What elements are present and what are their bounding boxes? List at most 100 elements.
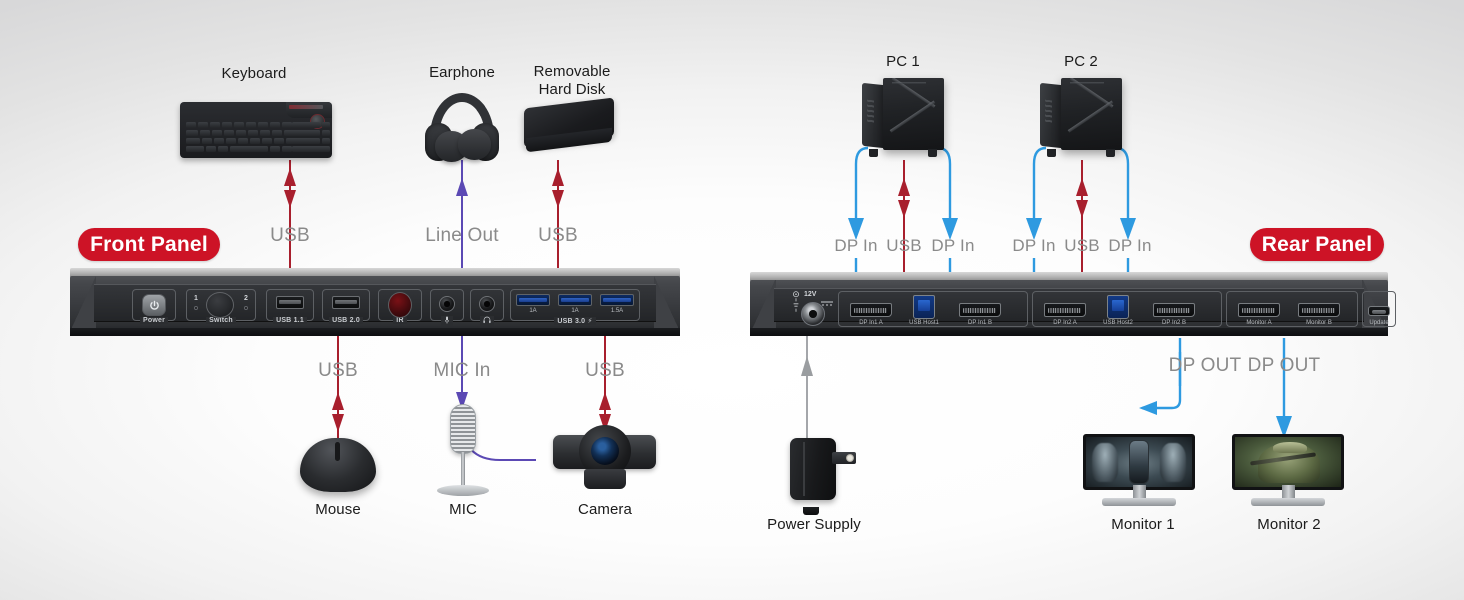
front-panel-top-lip <box>70 268 680 277</box>
port-label-usb-host1: USB Host1 <box>909 320 939 326</box>
port-label-monitor-b: Monitor B <box>1306 320 1332 326</box>
switch-number-1: 1 <box>194 295 198 302</box>
port-label-usb11: USB 1.1 <box>273 317 307 324</box>
rear-panel-badge-label: Rear Panel <box>1261 232 1373 256</box>
rear-panel-chassis: 12V DP In1 A USB Host1 DP In1 B DP In2 A… <box>750 272 1396 336</box>
usb30-current-2: 1A <box>571 308 579 314</box>
usb-host2-port[interactable] <box>1107 295 1129 319</box>
keyboard-numpad <box>292 138 330 144</box>
monitor1-device <box>1083 434 1195 506</box>
mic-input-jack[interactable] <box>439 296 455 312</box>
device-label-mouse: Mouse <box>315 501 361 518</box>
pc1-accent-slash <box>889 100 936 134</box>
rear-panel-badge: Rear Panel <box>1250 228 1384 261</box>
power-supply-device <box>790 438 860 515</box>
port-label-ir: IR <box>393 317 407 324</box>
power-supply-prongs <box>803 507 819 515</box>
monitor2-stand-neck <box>1281 485 1295 499</box>
device-label-earphone: Earphone <box>429 64 495 81</box>
headphone-output-jack[interactable] <box>479 296 495 312</box>
switch-button[interactable] <box>206 292 234 318</box>
port-group-ir: IR <box>378 289 422 324</box>
power-supply-body <box>790 438 836 500</box>
usb30-text: USB 3.0 <box>557 317 586 325</box>
monitor1-figure-left <box>1092 443 1118 483</box>
pc2-device <box>1040 78 1122 157</box>
switch-led-1 <box>194 306 198 310</box>
usb-host1-port[interactable] <box>913 295 935 319</box>
usb-3-0-port-3[interactable] <box>600 294 634 306</box>
pc1-feet <box>868 149 938 157</box>
pc2-feet <box>1046 149 1116 157</box>
port-label-power: Power <box>139 317 168 324</box>
port-label-dp-in2-b: DP In2 B <box>1162 320 1186 326</box>
mouse-device <box>300 438 376 492</box>
pc1-front-panel <box>883 78 944 150</box>
usb30-current-3: 1.5A <box>610 308 624 314</box>
dc-power-jack[interactable] <box>801 302 825 326</box>
pc1-top-ports <box>891 81 926 84</box>
mic-stem <box>461 452 465 488</box>
camera-device <box>553 425 656 491</box>
device-label-pc1: PC 1 <box>886 53 920 70</box>
front-panel-chassis: Power Switch 1 2 USB 1.1 <box>70 268 680 336</box>
port-group-update <box>1362 291 1396 327</box>
dp-in2-b-port[interactable] <box>1153 303 1195 317</box>
device-label-mic: MIC <box>449 501 477 518</box>
monitor2-helmet <box>1273 441 1308 453</box>
earphone-headband <box>430 93 494 137</box>
port-group-headphone-jack <box>470 289 504 326</box>
port-group-switch: Switch <box>186 289 256 324</box>
usb-3-0-port-1[interactable] <box>516 294 550 306</box>
port-group-mic-jack <box>430 289 464 326</box>
device-label-pc2: PC 2 <box>1064 53 1098 70</box>
usb-2-0-port[interactable] <box>332 296 360 309</box>
keyboard-device <box>180 102 332 158</box>
front-panel-face: Power Switch 1 2 USB 1.1 <box>94 284 656 326</box>
port-group-usb30: USB 3.0 ⚡ <box>510 289 640 325</box>
monitor1-phone-overlay <box>1128 440 1150 485</box>
monitor2-stand-base <box>1251 498 1325 506</box>
dc-dashes-icon <box>821 294 833 312</box>
usb30-current-1: 1A <box>529 308 537 314</box>
power-supply-dc-plug <box>832 452 856 464</box>
monitor-b-port[interactable] <box>1298 303 1340 317</box>
conn-label-mouse-usb: USB <box>318 360 358 381</box>
conn-label-harddisk-usb: USB <box>538 225 578 246</box>
dp-in2-a-port[interactable] <box>1044 303 1086 317</box>
power-icon <box>149 300 159 310</box>
front-panel-foot <box>70 328 680 336</box>
keyboard-numpad <box>292 122 330 128</box>
power-button[interactable] <box>142 294 166 316</box>
conn-label-camera-usb: USB <box>585 360 625 381</box>
usb-1-1-port[interactable] <box>276 296 304 309</box>
front-panel-badge-label: Front Panel <box>90 232 208 256</box>
mic-device <box>437 404 489 496</box>
usb-3-0-port-2[interactable] <box>558 294 592 306</box>
conn-label-keyboard-usb: USB <box>270 225 310 246</box>
ir-receiver <box>388 292 412 318</box>
port-label-usb-host2: USB Host2 <box>1103 320 1133 326</box>
front-panel-left-bevel <box>70 276 96 336</box>
update-micro-usb-port[interactable] <box>1368 306 1390 316</box>
monitor2-screen <box>1232 434 1344 491</box>
dp-in1-b-port[interactable] <box>959 303 1001 317</box>
pc2-side-vent <box>1044 99 1052 125</box>
monitor1-stand-base <box>1102 498 1176 506</box>
dc-voltage-label: 12V <box>804 291 817 298</box>
usb-trident-icon: ⚡ <box>587 317 593 325</box>
camera-stand <box>583 469 626 489</box>
dp-in1-a-port[interactable] <box>850 303 892 317</box>
port-group-usb20: USB 2.0 <box>322 289 370 324</box>
conn-label-pc1-dp-in-a: DP In <box>834 236 878 255</box>
rear-panel-face: 12V DP In1 A USB Host1 DP In1 B DP In2 A… <box>774 288 1396 327</box>
port-label-usb30: USB 3.0 ⚡ <box>554 316 596 325</box>
monitor-a-port[interactable] <box>1238 303 1280 317</box>
mic-capsule <box>450 404 476 454</box>
port-label-dp-in1-b: DP In1 B <box>968 320 992 326</box>
conn-label-pc2-dp-in-a: DP In <box>1012 236 1056 255</box>
rear-panel-left-bevel <box>750 280 776 336</box>
earphone-device <box>425 93 499 162</box>
conn-label-monitor-a-dp-out: DP OUT <box>1168 355 1242 376</box>
